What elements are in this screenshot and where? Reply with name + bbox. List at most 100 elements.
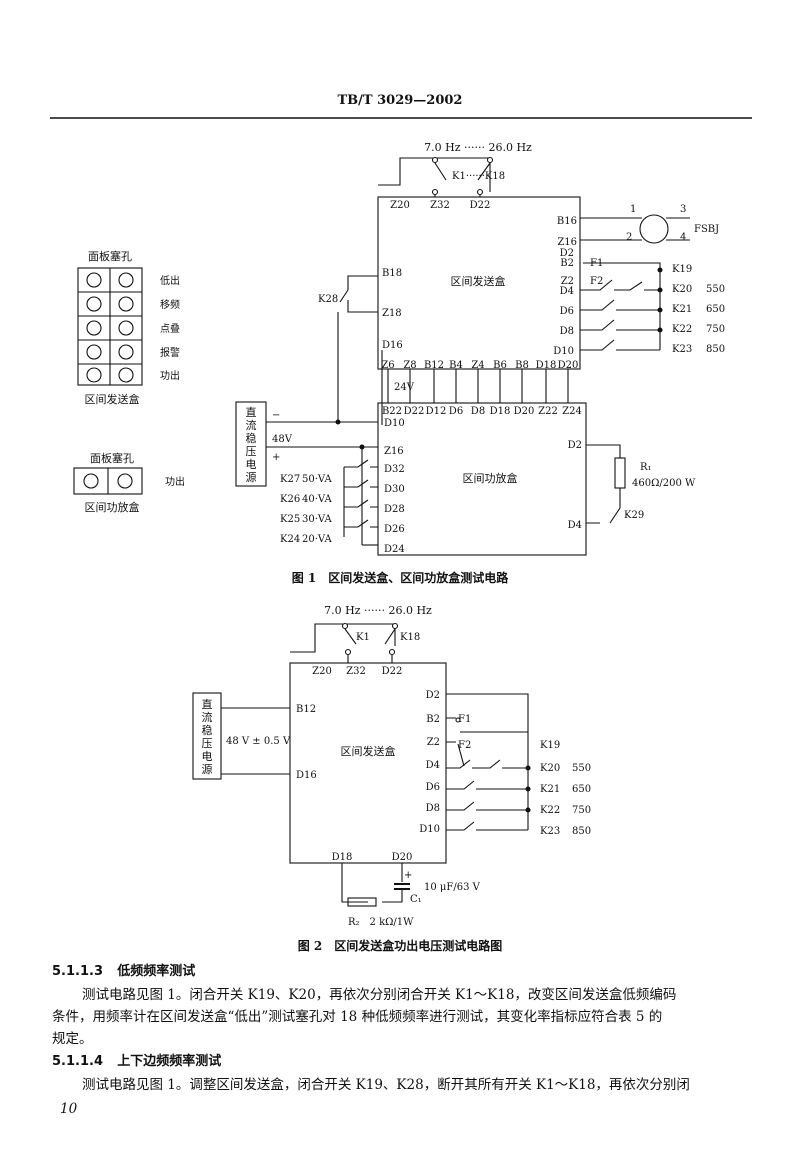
label-fig2-right-terms-4: D6 [426, 782, 440, 793]
label-fig1-k-left-2-k: K25 [280, 514, 300, 525]
label-fig2-top-terms-2: D22 [382, 666, 403, 677]
fig2-power-supply [192, 692, 222, 780]
label-fig1-box2-top-terms-0: B22 [382, 406, 402, 417]
label-fig1-k-right-4-v: 850 [706, 344, 725, 355]
label-fig1-box2-left-terms-3: D30 [384, 484, 405, 495]
section-5-1-1-3-line1: 测试电路见图 1。闭合开关 K19、K20，再依次分别闭合开关 K1～K18，改… [82, 987, 677, 1003]
label-fig1-r1-val: 460Ω/200 W [632, 478, 696, 489]
label-fig2-k18: K18 [400, 632, 420, 643]
label-fig1-box2-left-terms-1: Z16 [384, 446, 404, 457]
label-fig1-panel1-caption: 区间发送盒 [85, 392, 140, 406]
fig2-sending-box [289, 662, 447, 864]
label-fig1-box1-bottom-terms-2: B12 [424, 360, 444, 371]
label-fig1-psu-chars-4: 电 [246, 458, 257, 471]
label-fig2-right-terms-6: D10 [419, 824, 440, 835]
label-fig1-k-left-2-v: 30·VA [302, 514, 332, 525]
label-fig2-right-terms-0: D2 [426, 690, 440, 701]
fig1-k23: K23 [672, 344, 692, 355]
label-fig2-psu-chars-0: 直 [202, 697, 213, 711]
label-body-sec2-num: 5.1.1.4 [52, 1054, 103, 1069]
label-fig1-panel1-labels-0: 低出 [160, 274, 180, 287]
label-fig2-c1: C₁ [410, 894, 422, 905]
label-fig1-k-left-1-k: K26 [280, 494, 300, 505]
label-fig1-box2-top-terms-1: D22 [404, 406, 425, 417]
fig1-term-z16: Z16 [557, 237, 577, 248]
fig1-term-d6: D6 [560, 306, 574, 317]
label-fig1-box2-left-terms-4: D28 [384, 504, 405, 515]
label-fig2-k-right-3-k: K22 [540, 805, 560, 816]
label-fig1-box1-bottom-terms-5: B6 [493, 360, 507, 371]
label-fig2-psu-chars-4: 电 [202, 750, 213, 763]
label-fig1-box1-bottom-terms-4: Z4 [471, 360, 484, 371]
label-fig1-psu-chars-1: 流 [246, 418, 257, 432]
label-fig2-right-terms-5: D8 [426, 803, 440, 814]
fig1-k20: K20 [672, 284, 692, 295]
fig2-resistor-r2 [347, 897, 377, 907]
label-fig2-c-plus: + [404, 870, 412, 881]
label-fig1-k-left-0-k: K27 [280, 474, 300, 485]
label-fig1-k-left-0-v: 50·VA [302, 474, 332, 485]
section-5-1-1-4-line1: 测试电路见图 1。调整区间发送盒，闭合开关 K19、K28，断开其所有开关 K1… [82, 1077, 690, 1093]
fig1-frequency-label: 7.0 Hz ······ 26.0 Hz [424, 141, 532, 154]
label-fig2-psu-chars-3: 压 [202, 737, 213, 750]
label-fig2-k-right-4-k: K23 [540, 826, 560, 837]
label-fig2-k-right-4-v: 850 [572, 826, 591, 837]
fig1-k21: K21 [672, 304, 692, 315]
label-fig1-box2-left-terms-5: D26 [384, 524, 405, 535]
fig1-k22: K22 [672, 324, 692, 335]
label-fig1-box2-top-terms-8: Z24 [562, 406, 582, 417]
label-body-sec2-title: 上下边频频率测试 [117, 1054, 222, 1069]
fig1-power-supply [235, 401, 267, 487]
fig1-k19: K19 [672, 264, 692, 275]
label-fig1-fsbj-pins-3: 4 [680, 232, 686, 243]
label-fig1-plus: + [272, 452, 280, 463]
label-fig2-fuse1: F1 [458, 714, 471, 725]
fig1-term-d16: D16 [382, 340, 403, 351]
label-fig1-panel2-caption: 区间功放盒 [85, 500, 140, 514]
label-fig1-box2-top-terms-6: D20 [514, 406, 535, 417]
fig1-term-d10: D10 [553, 346, 574, 357]
label-fig1-box1-bottom-terms-7: D18 [536, 360, 557, 371]
figure-1: 7.0 Hz ······ 26.0 Hz K1······K18 Z20 Z3… [73, 141, 725, 585]
label-fig2-bottom-terms-0: D18 [332, 852, 353, 863]
label-fig1-box2-right-terms-0: D2 [568, 440, 582, 451]
page-number: 10 [60, 1101, 78, 1117]
fig1-amp-box [377, 402, 587, 556]
section-5-1-1-3-line2: 条件，用频率计在区间发送盒“低出”测试塞孔对 18 种低频频率进行测试，其变化率… [52, 1009, 663, 1025]
fsbj-label: FSBJ [694, 224, 719, 235]
fig1-term-d4: D4 [560, 286, 574, 297]
label-fig1-panel2-label: 功出 [165, 475, 185, 488]
label-fig1-k-right-2-v: 650 [706, 304, 725, 315]
section-5-1-1-3-heading: 5.1.1.3 低频频率测试 [52, 960, 195, 983]
fig1-top-term-z32: Z32 [430, 200, 450, 211]
label-fig1-box2-right-terms-1: D4 [568, 520, 582, 531]
label-fig2-top-terms-0: Z20 [312, 666, 332, 677]
label-fig1-box1-bottom-terms-8: D20 [558, 360, 579, 371]
figure-2-caption: 图 2 区间发送盒功出电压测试电路图 [298, 938, 503, 953]
label-fig2-k-right-2-k: K21 [540, 784, 560, 795]
label-body-sec1-title: 低频频率测试 [117, 964, 196, 979]
label-fig1-psu-chars-5: 源 [246, 470, 257, 484]
label-fig2-right-terms-1: B2 [426, 714, 440, 725]
label-fig2-r2: R₂ 2 kΩ/1W [348, 917, 414, 928]
label-fig1-panel1-labels-3: 报警 [160, 346, 180, 359]
fig1-sending-box-title: 区间发送盒 [451, 274, 506, 288]
label-fig1-box1-bottom-terms-0: Z6 [381, 360, 394, 371]
fig1-resistor-r1 [614, 457, 626, 489]
label-fig1-panel1-labels-1: 移频 [160, 298, 180, 311]
label-fig2-bottom-terms-1: D20 [392, 852, 413, 863]
fig2-box-title: 区间发送盒 [341, 744, 396, 758]
label-fig1-box2-top-terms-5: D18 [490, 406, 511, 417]
label-fig2-k1: K1 [356, 632, 370, 643]
label-fig2-k-right-0-k: K19 [540, 740, 560, 751]
label-fig2-fuse2: F2 [458, 740, 471, 751]
label-fig1-box1-bottom-terms-6: B8 [515, 360, 529, 371]
label-fig2-v48: 48 V ± 0.5 V [226, 736, 291, 747]
label-fig1-k-right-3-v: 750 [706, 324, 725, 335]
figure-2: 7.0 Hz ······ 26.0 Hz K1 K18 Z20 Z32 D22… [192, 604, 591, 953]
label-body-sec1-num: 5.1.1.3 [52, 964, 103, 979]
fig1-term-b16: B16 [557, 216, 577, 227]
label-fig1-psu-chars-0: 直 [246, 405, 257, 419]
label-fig1-k-left-1-v: 40·VA [302, 494, 332, 505]
label-fig2-left-terms-1: D16 [296, 770, 317, 781]
